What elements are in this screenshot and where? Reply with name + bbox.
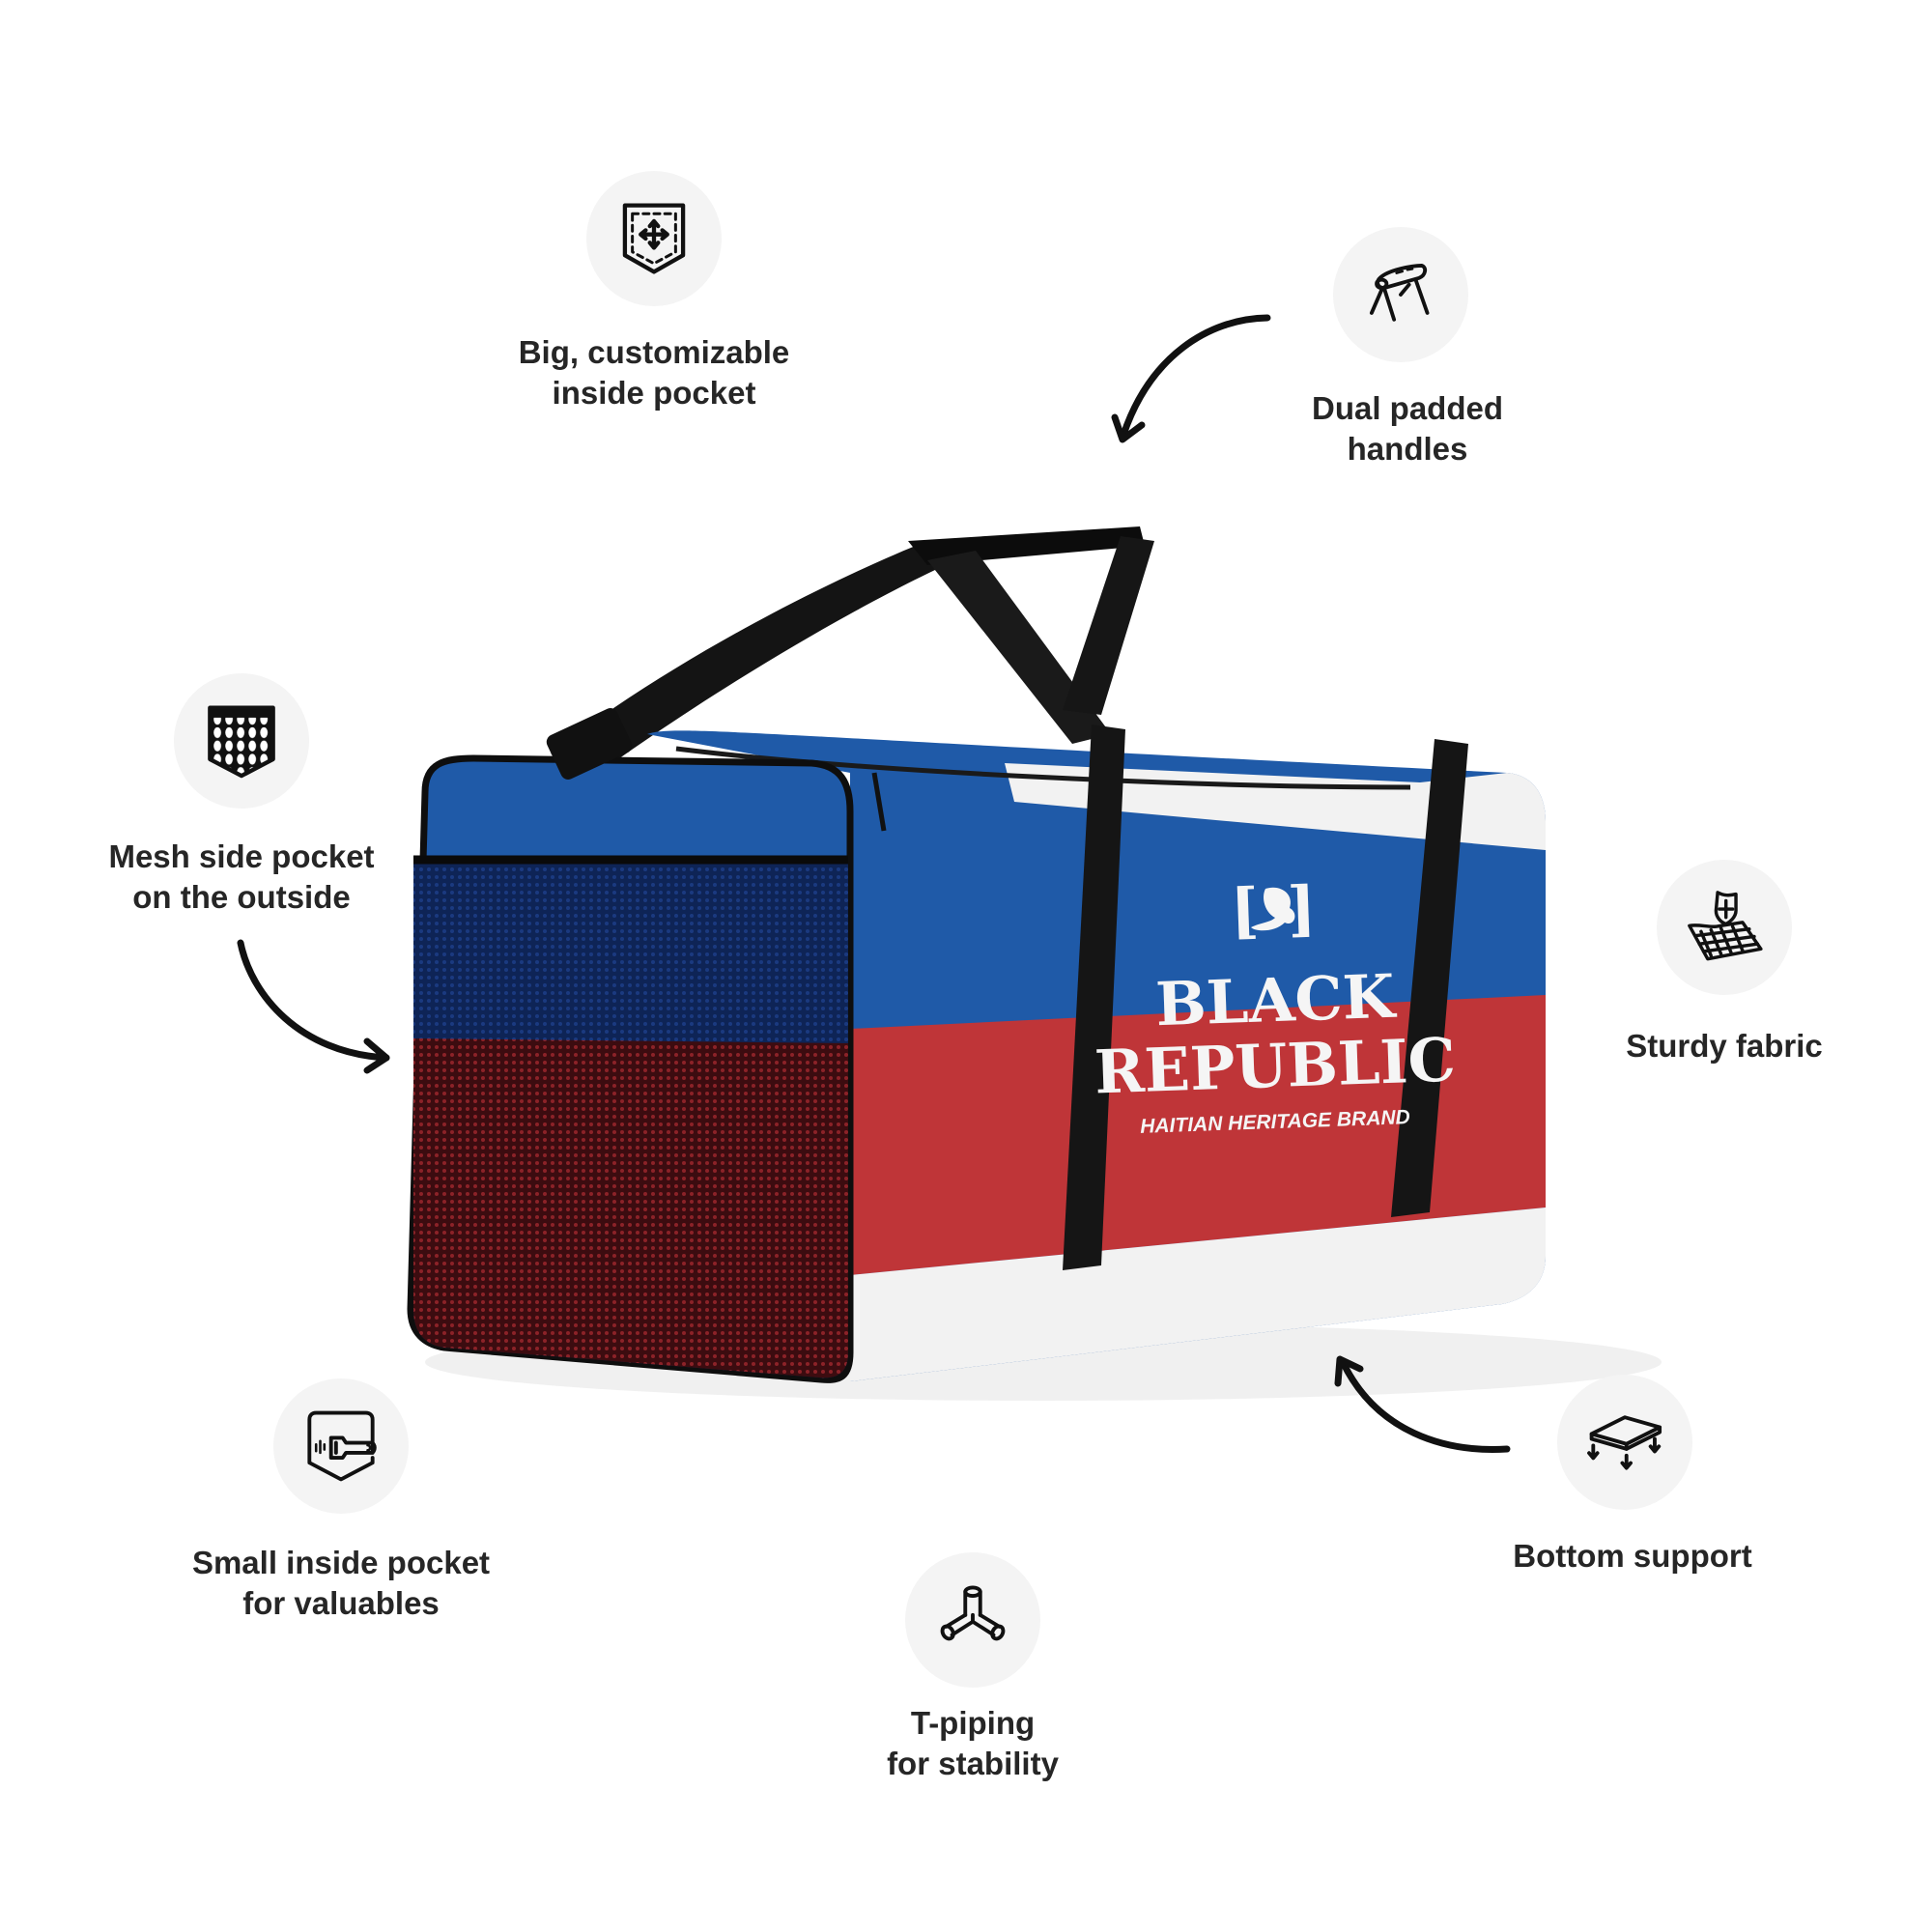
mesh-pocket-icon <box>174 673 309 809</box>
back-strap <box>551 541 966 773</box>
zipper-pocket-icon <box>273 1378 409 1514</box>
front-strap-right <box>1391 739 1468 1217</box>
feature-label: inside pocket <box>552 375 756 411</box>
feature-label: Bottom support <box>1513 1538 1752 1574</box>
haiti-map-icon <box>1251 887 1295 931</box>
curved-arrow-icon <box>237 939 390 1074</box>
feature-label: Big, customizable <box>518 334 790 370</box>
brand-name-line2: REPUBLIC <box>1093 1024 1458 1108</box>
bottom-support-icon <box>1557 1375 1692 1510</box>
feature-label: Small inside pocket <box>191 1545 491 1580</box>
feature-label: Mesh side pocket <box>108 838 375 874</box>
feature-label: on the outside <box>132 879 351 915</box>
padded-handle-icon <box>1333 227 1468 362</box>
pocket-expand-icon <box>586 171 722 306</box>
shield-fabric-icon <box>1657 860 1792 995</box>
feature-label: for valuables <box>242 1585 440 1621</box>
feature-label: Dual padded <box>1311 390 1504 426</box>
feature-label: handles <box>1347 431 1468 467</box>
t-pipe-icon <box>905 1552 1040 1688</box>
front-strap-left <box>1063 724 1125 1270</box>
curved-arrow-icon <box>1111 314 1271 443</box>
feature-label: Sturdy fabric <box>1626 1028 1823 1064</box>
feature-label: for stability <box>887 1746 1059 1781</box>
curved-arrow-icon <box>1334 1355 1511 1453</box>
brand-name-line1: BLACK <box>1154 960 1396 1040</box>
feature-label: T-piping <box>910 1705 1036 1741</box>
